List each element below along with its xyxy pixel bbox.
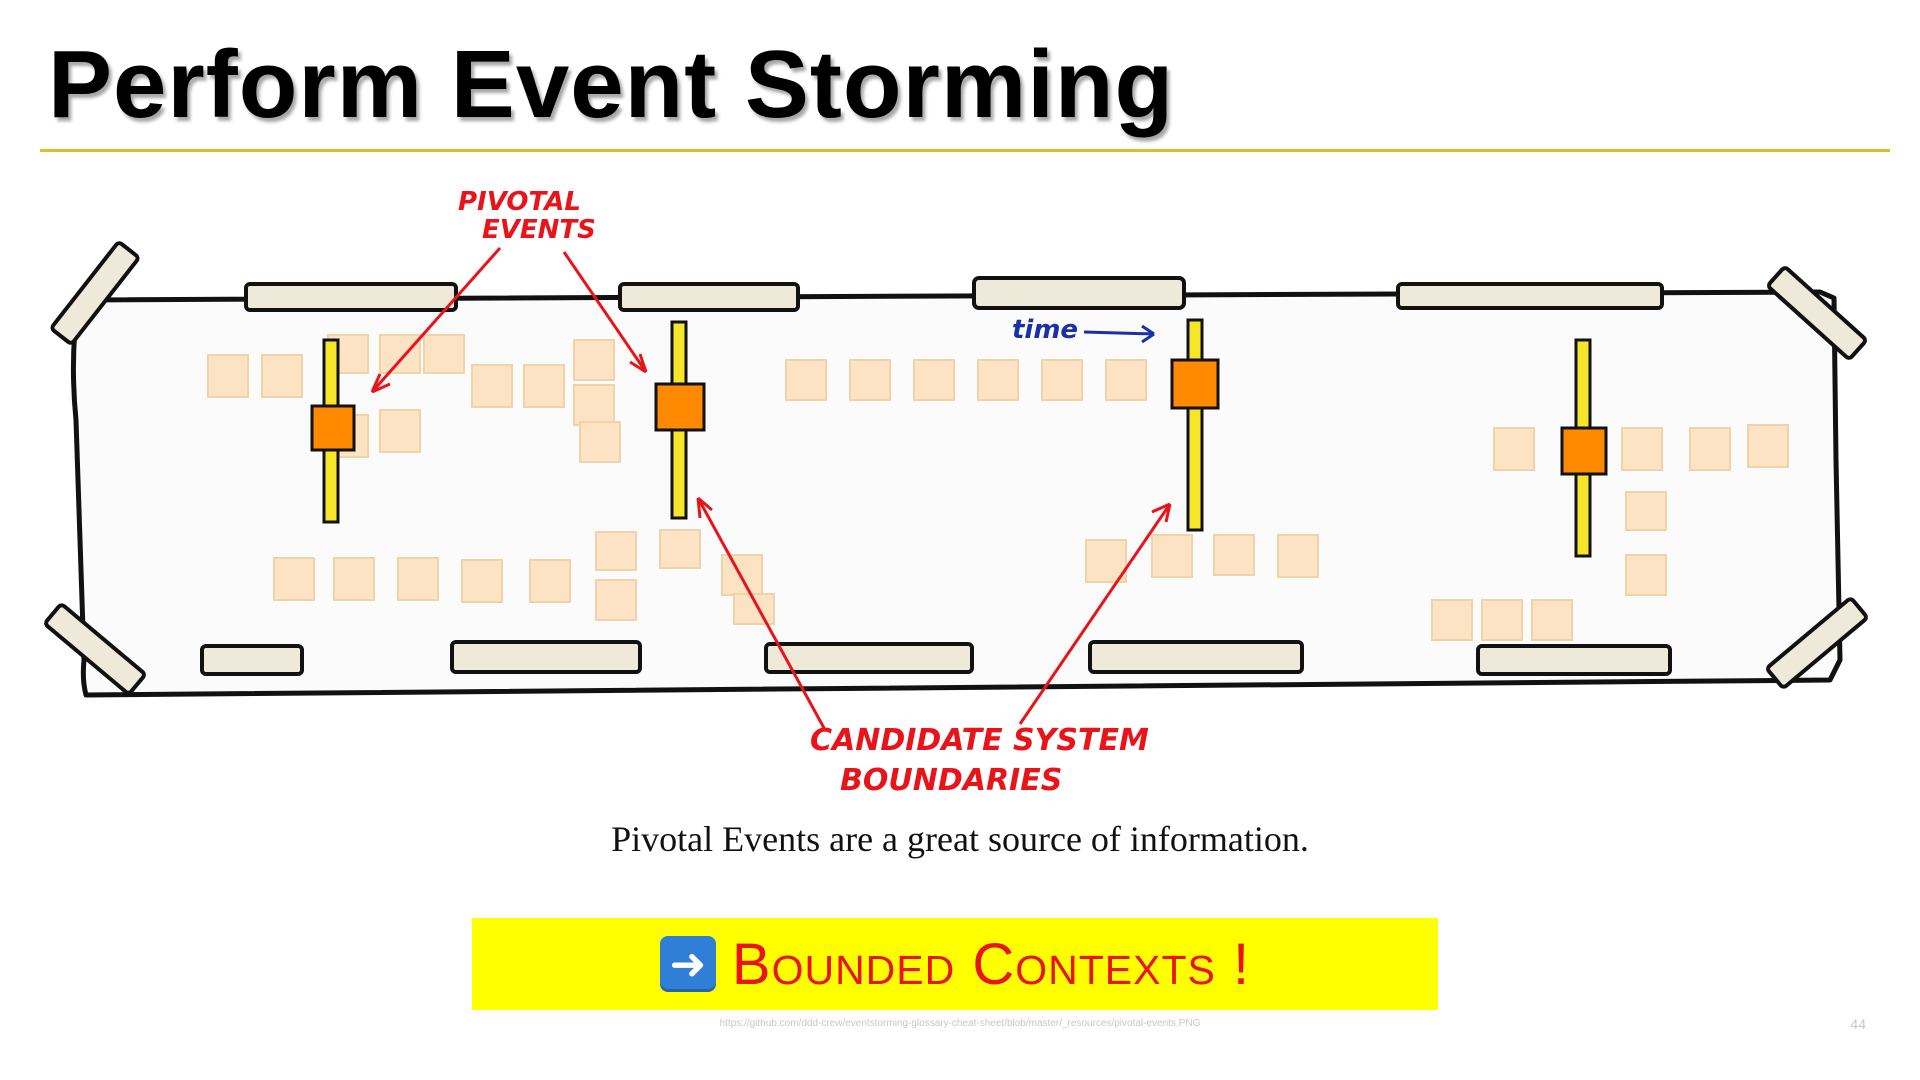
tape-bottom-3 xyxy=(764,642,974,674)
tape-bottom-5 xyxy=(1476,644,1672,676)
tape-top-4 xyxy=(1396,282,1664,310)
source-url[interactable]: https://github.com/ddd-crew/eventstormin… xyxy=(719,1018,1201,1029)
bounded-contexts-callout: ➜ Bounded Contexts ! xyxy=(472,918,1438,1010)
pivotal-event-2 xyxy=(654,320,706,520)
diagram-caption: Pivotal Events are a great source of inf… xyxy=(611,819,1309,859)
time-arrow-icon xyxy=(1083,324,1155,344)
tape-bottom-2 xyxy=(450,640,642,674)
pivotal-event-3 xyxy=(1170,318,1220,532)
tape-bottom-4 xyxy=(1088,640,1304,674)
title-divider xyxy=(40,149,1890,152)
sticky-notes xyxy=(207,334,1789,641)
tape-strips xyxy=(44,241,1868,695)
tape-top-2 xyxy=(618,282,800,312)
page-number: 44 xyxy=(1850,1016,1866,1032)
tape-corner-tl xyxy=(50,241,140,345)
pivotal-events-label-line2: EVENTS xyxy=(482,215,596,245)
pivotal-event-1 xyxy=(310,338,356,524)
tape-corner-br xyxy=(1766,597,1868,689)
tape-bottom-1 xyxy=(200,644,304,676)
candidate-arrows xyxy=(696,496,1172,729)
pivotal-event-4 xyxy=(1560,338,1608,558)
candidate-boundaries-label-line2: BOUNDARIES xyxy=(840,763,1062,798)
right-arrow-icon: ➜ xyxy=(659,936,716,992)
tape-top-1 xyxy=(244,282,458,312)
pivotal-arrows xyxy=(370,247,648,394)
tape-top-3 xyxy=(972,276,1186,310)
slide-title: Perform Event Storming xyxy=(48,31,1175,138)
callout-text: Bounded Contexts ! xyxy=(731,931,1251,997)
candidate-boundaries-label-line1: CANDIDATE SYSTEM xyxy=(810,723,1149,758)
pivotal-events-label-line1: PIVOTAL xyxy=(458,187,581,217)
tape-corner-bl xyxy=(44,603,146,695)
time-label: time xyxy=(1012,315,1078,345)
tape-corner-tr xyxy=(1767,266,1867,360)
event-storming-diagram: PIVOTAL EVENTS time CANDIDATE SYSTEM BOU… xyxy=(44,187,1868,798)
